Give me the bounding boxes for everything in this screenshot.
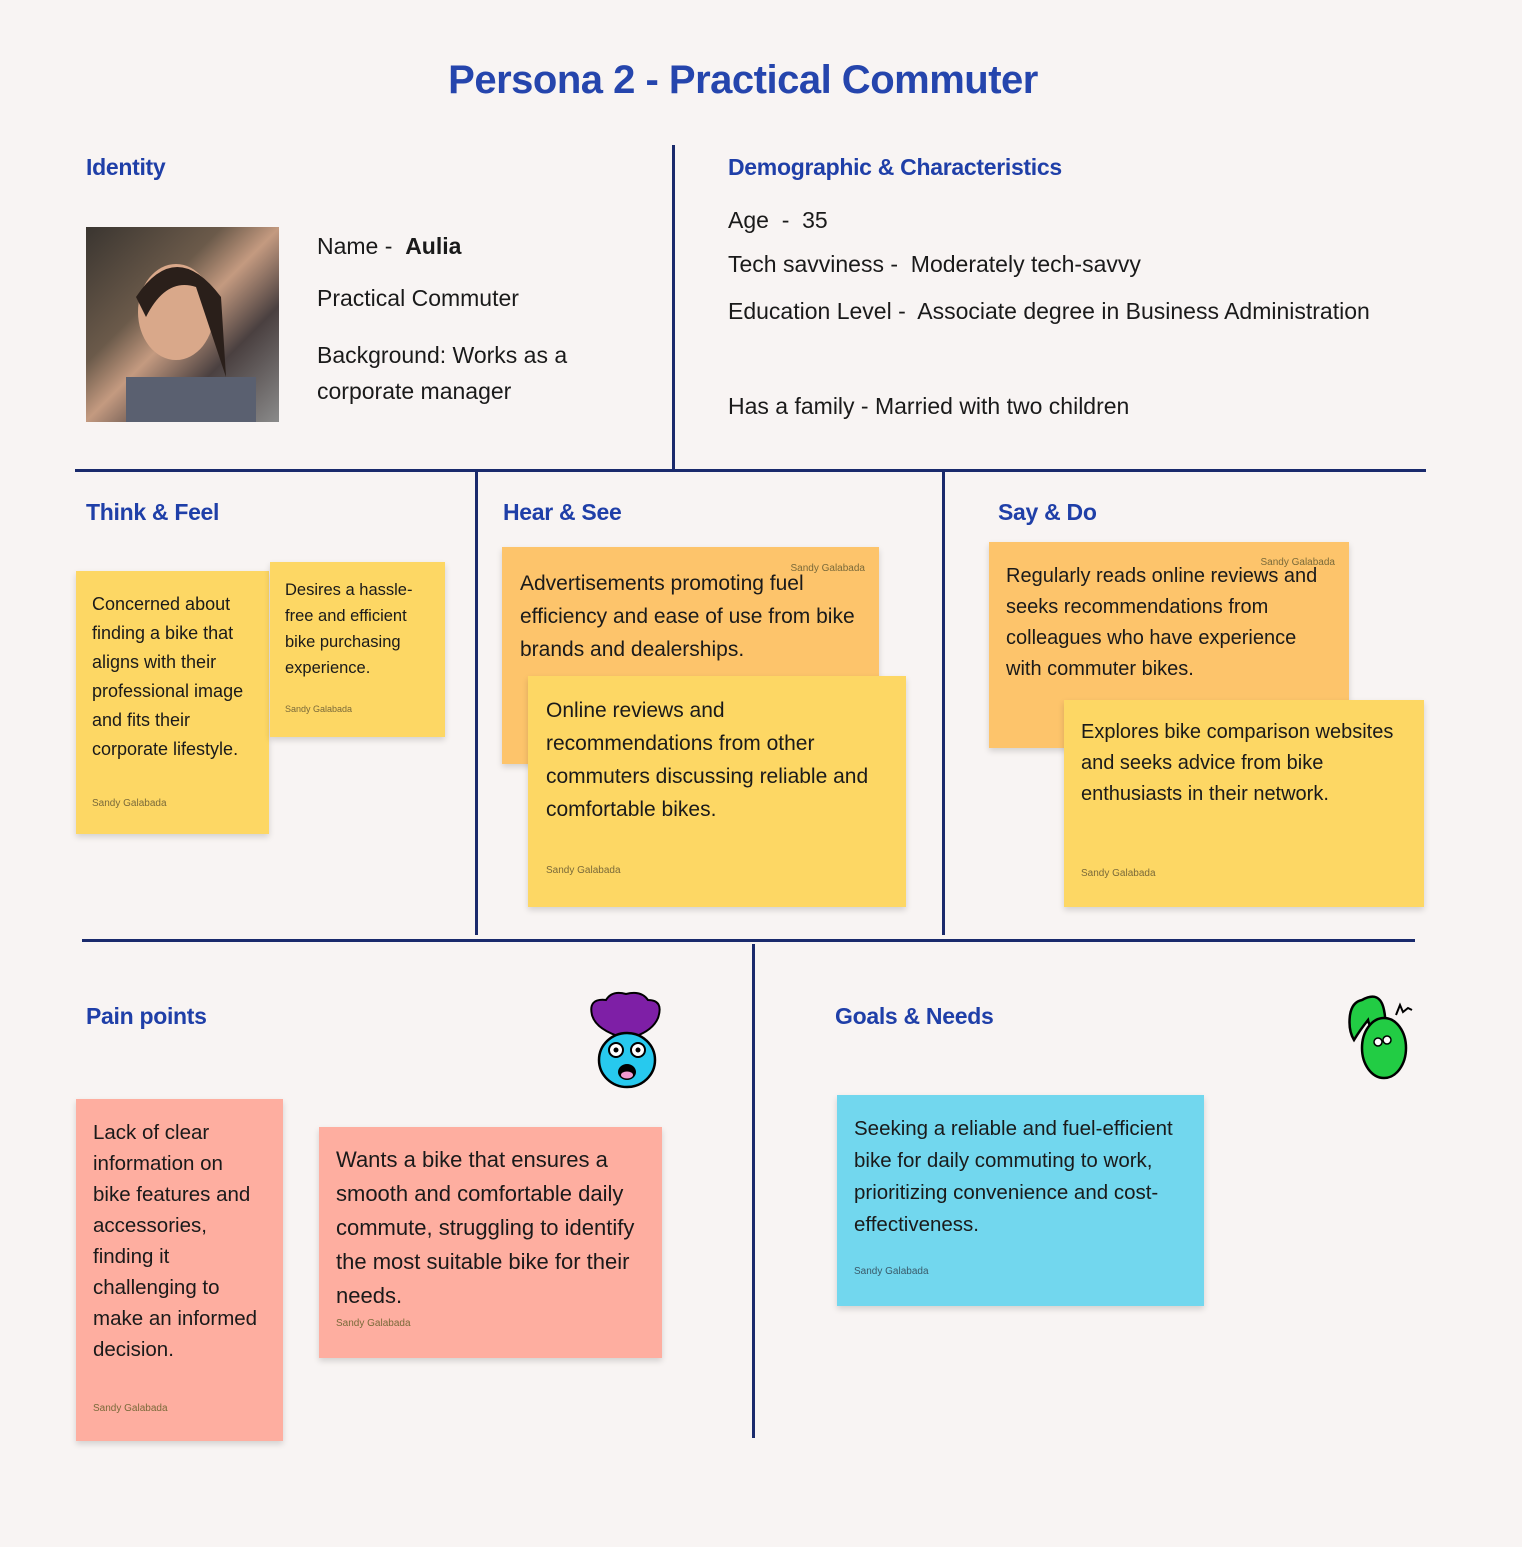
sticky-note[interactable]: Explores bike comparison websites and se… — [1064, 700, 1424, 907]
hear-see-heading: Hear & See — [503, 499, 622, 525]
family: Has a family - Married with two children — [728, 393, 1130, 419]
note-text: Online reviews and recommendations from … — [546, 699, 869, 821]
note-author: Sandy Galabada — [336, 1318, 411, 1329]
sticky-note[interactable]: Wants a bike that ensures a smooth and c… — [319, 1127, 662, 1358]
note-text: Desires a hassle-free and efficient bike… — [285, 581, 413, 677]
note-text: Advertisements promoting fuel efficiency… — [520, 572, 855, 661]
note-text: Lack of clear information on bike featur… — [93, 1121, 258, 1361]
shocked-face-icon — [590, 991, 661, 1089]
sticky-note[interactable]: Desires a hassle-free and efficient bike… — [270, 562, 445, 737]
note-author: Sandy Galabada — [546, 865, 621, 876]
note-author: Sandy Galabada — [1081, 868, 1156, 879]
pain-points-heading: Pain points — [86, 1003, 207, 1029]
note-text: Wants a bike that ensures a smooth and c… — [336, 1147, 635, 1308]
say-do-heading: Say & Do — [998, 499, 1097, 525]
thinking-face-icon — [1348, 995, 1413, 1080]
note-text: Regularly reads online reviews and seeks… — [1006, 565, 1318, 680]
divider — [82, 939, 1415, 942]
divider — [75, 469, 1426, 472]
page-title: Persona 2 - Practical Commuter — [448, 58, 1038, 102]
sticky-note[interactable]: Online reviews and recommendations from … — [528, 676, 906, 907]
note-text: Concerned about finding a bike that alig… — [92, 594, 244, 759]
note-text: Seeking a reliable and fuel-efficient bi… — [854, 1117, 1173, 1236]
note-author: Sandy Galabada — [93, 1403, 168, 1414]
sticky-note[interactable]: Concerned about finding a bike that alig… — [76, 571, 269, 834]
persona-role: Practical Commuter — [317, 285, 519, 311]
tech-savviness: Tech savviness - Moderately tech-savvy — [728, 251, 1141, 277]
divider — [942, 472, 945, 935]
education-level: Education Level - Associate degree in Bu… — [728, 298, 1370, 324]
note-author: Sandy Galabada — [1260, 557, 1335, 568]
identity-heading: Identity — [86, 154, 166, 180]
sticky-note[interactable]: Seeking a reliable and fuel-efficient bi… — [837, 1095, 1204, 1306]
note-author: Sandy Galabada — [92, 798, 167, 809]
note-author: Sandy Galabada — [790, 563, 865, 574]
persona-background: Background: Works as a corporate manager — [317, 342, 568, 404]
note-author: Sandy Galabada — [854, 1266, 929, 1277]
age: Age - 35 — [728, 207, 828, 233]
think-feel-heading: Think & Feel — [86, 499, 220, 525]
persona-photo — [86, 227, 279, 422]
divider — [752, 944, 755, 1438]
note-text: Explores bike comparison websites and se… — [1081, 721, 1394, 805]
demographic-heading: Demographic & Characteristics — [728, 154, 1062, 180]
persona-name: Aulia — [405, 233, 462, 259]
name-label: Name - — [317, 233, 393, 259]
divider — [672, 145, 675, 470]
note-author: Sandy Galabada — [285, 704, 353, 714]
sticky-note[interactable]: Lack of clear information on bike featur… — [76, 1099, 283, 1441]
divider — [475, 472, 478, 935]
goals-needs-heading: Goals & Needs — [835, 1003, 994, 1029]
